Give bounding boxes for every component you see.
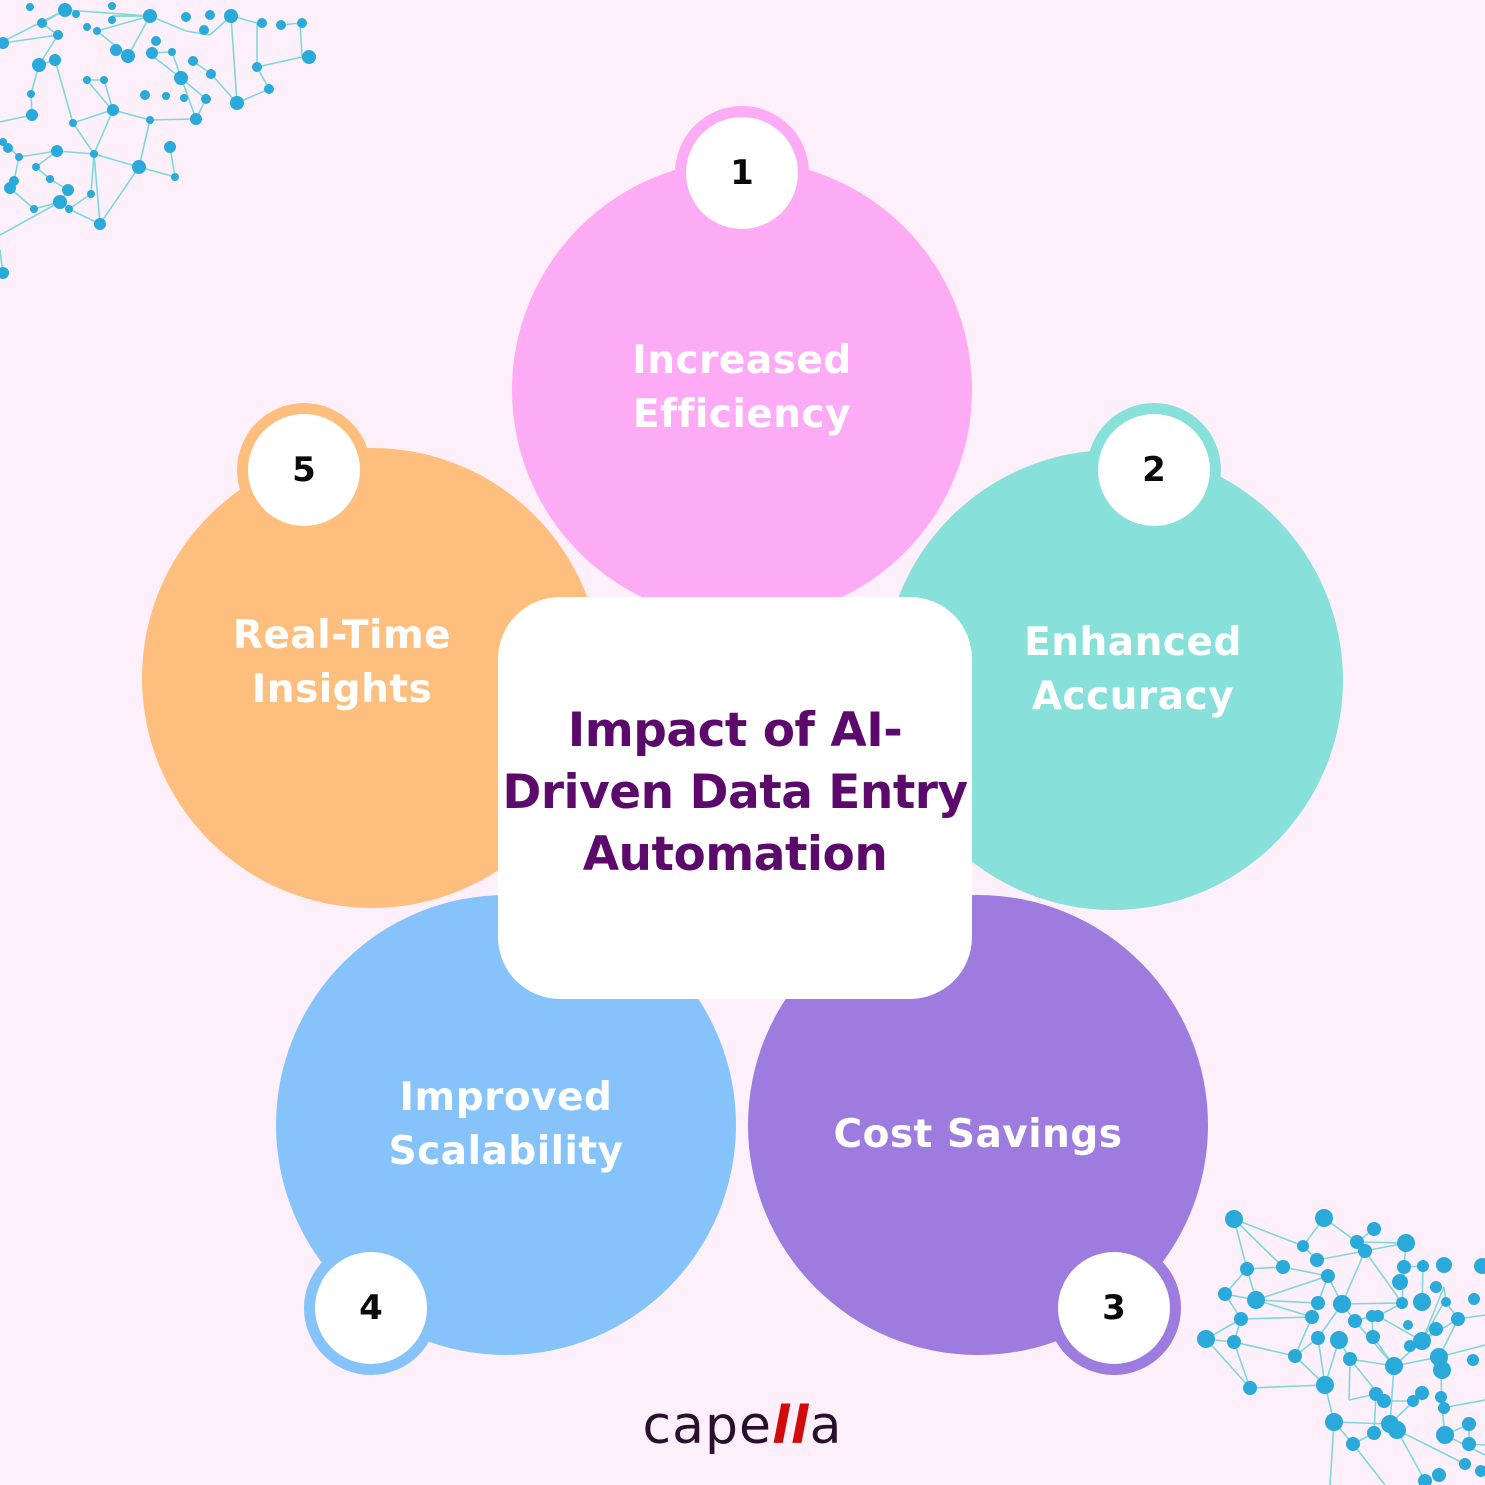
network-decoration-top-left xyxy=(0,2,316,279)
number-badge-1: 1 xyxy=(675,106,809,240)
number-badge-5: 5 xyxy=(237,403,371,537)
logo-text-prefix: cape xyxy=(642,1396,772,1456)
badge-number: 1 xyxy=(686,117,798,229)
petal-label: Cost Savings xyxy=(833,1112,1123,1157)
capella-logo: capella xyxy=(0,1396,1485,1456)
number-badge-2: 2 xyxy=(1087,403,1221,537)
logo-text-suffix: a xyxy=(809,1396,843,1456)
badge-number: 5 xyxy=(248,414,360,526)
badge-number: 2 xyxy=(1098,414,1210,526)
page-title: Impact of AI- Driven Data Entry Automati… xyxy=(502,703,968,882)
logo-text-accent: ll xyxy=(771,1396,810,1456)
badge-number: 4 xyxy=(315,1252,427,1364)
petal-label: Increased Efficiency xyxy=(632,338,852,437)
number-badge-4: 4 xyxy=(304,1241,438,1375)
petal-label: Real-Time Insights xyxy=(232,613,452,712)
center-title-box: Impact of AI- Driven Data Entry Automati… xyxy=(498,597,972,999)
badge-number: 3 xyxy=(1058,1252,1170,1364)
petal-label: Enhanced Accuracy xyxy=(1024,620,1242,719)
petal-label: Improved Scalability xyxy=(388,1075,624,1174)
number-badge-3: 3 xyxy=(1047,1241,1181,1375)
